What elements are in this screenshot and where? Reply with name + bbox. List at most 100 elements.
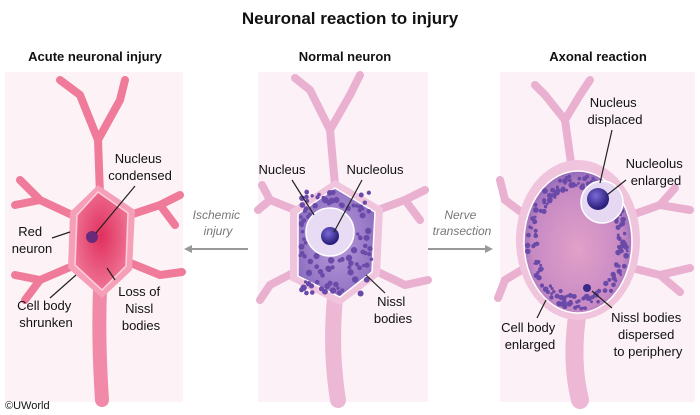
nissl-granule bbox=[616, 235, 621, 240]
nissl-granule bbox=[359, 212, 366, 219]
ischemic-arrowhead-icon bbox=[184, 245, 192, 253]
nissl-granule bbox=[616, 233, 620, 237]
nissl-granule bbox=[550, 287, 554, 291]
nissl-granule bbox=[299, 250, 305, 256]
nissl-granule bbox=[621, 263, 627, 269]
axonal-nucleus-leader bbox=[599, 129, 613, 184]
nissl-granule bbox=[533, 228, 538, 233]
nissl-granule bbox=[532, 207, 539, 213]
nissl-granule bbox=[603, 280, 609, 287]
nissl-granule bbox=[355, 204, 359, 208]
nissl-granule bbox=[577, 176, 582, 181]
nissl-granule bbox=[528, 225, 532, 229]
nissl-granule bbox=[536, 270, 540, 275]
normal-nucleolus-label: Nucleolus bbox=[346, 162, 404, 177]
axonal-nissl-bodies bbox=[524, 174, 629, 311]
nissl-granule bbox=[536, 259, 541, 265]
axonal-heading: Axonal reaction bbox=[549, 49, 647, 64]
nissl-granule bbox=[364, 262, 370, 268]
nissl-granule bbox=[614, 279, 618, 283]
nissl-granule bbox=[542, 286, 549, 292]
normal-nucleus-leader bbox=[291, 179, 315, 216]
nissl-granule bbox=[619, 273, 623, 276]
nissl-granule bbox=[357, 265, 362, 271]
nissl-granule bbox=[581, 306, 585, 310]
acute-nucleus-label: Nucleus condensed bbox=[108, 151, 172, 183]
nissl-granule bbox=[615, 249, 621, 256]
nissl-granule bbox=[330, 265, 335, 270]
nissl-granule bbox=[574, 183, 578, 187]
nissl-granule bbox=[625, 249, 629, 253]
nissl-granule bbox=[299, 287, 304, 293]
nissl-granule bbox=[617, 245, 623, 251]
nissl-granule bbox=[549, 295, 554, 300]
nissl-granule bbox=[552, 290, 556, 294]
nissl-granule bbox=[363, 250, 368, 256]
nissl-granule bbox=[303, 240, 308, 245]
nissl-granule bbox=[595, 290, 598, 294]
acute-body-leader bbox=[49, 274, 77, 299]
acute-nissl-leader bbox=[106, 267, 116, 281]
nissl-granule bbox=[325, 265, 332, 272]
axonal-nucleus-label: Nucleus displaced bbox=[588, 95, 643, 127]
nissl-granule bbox=[558, 294, 564, 301]
nissl-granule bbox=[333, 281, 339, 288]
nissl-granule bbox=[545, 202, 549, 206]
nissl-granule bbox=[577, 182, 580, 185]
nissl-granule bbox=[613, 262, 619, 267]
nissl-granule bbox=[548, 284, 553, 288]
nissl-granule bbox=[542, 188, 548, 194]
normal-nucleus-label: Nucleus bbox=[259, 162, 306, 177]
nissl-granule bbox=[300, 229, 305, 234]
nissl-granule bbox=[570, 302, 574, 305]
nissl-granule bbox=[336, 286, 340, 290]
nissl-granule bbox=[308, 283, 315, 289]
nissl-granule bbox=[602, 288, 608, 293]
nissl-granule bbox=[583, 294, 588, 300]
nissl-granule bbox=[546, 192, 553, 199]
nissl-granule bbox=[356, 232, 360, 236]
acute-red-label: Red neuron bbox=[12, 224, 52, 256]
nissl-granule bbox=[560, 187, 566, 193]
nissl-granule bbox=[302, 254, 307, 259]
nissl-granule bbox=[622, 231, 627, 236]
nissl-granule bbox=[347, 269, 354, 276]
nissl-granule bbox=[533, 273, 539, 279]
nissl-granule bbox=[336, 290, 342, 296]
normal-nissl-label: Nissl bodies bbox=[374, 294, 413, 326]
nissl-granule bbox=[532, 219, 538, 225]
nissl-granule bbox=[321, 195, 326, 200]
nissl-granule bbox=[315, 195, 320, 200]
nissl-granule bbox=[623, 252, 629, 259]
nissl-granule bbox=[348, 260, 354, 266]
copyright: ©UWorld bbox=[5, 400, 50, 412]
nissl-granule bbox=[542, 198, 547, 203]
nissl-granule bbox=[567, 174, 572, 179]
nissl-granule bbox=[563, 181, 567, 185]
nissl-granule bbox=[298, 243, 305, 250]
nissl-granule bbox=[568, 182, 575, 188]
normal-nucleolus bbox=[321, 227, 339, 245]
acute-neuron bbox=[11, 76, 186, 407]
nissl-granule bbox=[533, 202, 538, 207]
axonal-nissl-label: Nissl bodies dispersed to periphery bbox=[611, 310, 685, 359]
nissl-granule bbox=[558, 178, 562, 183]
nissl-granule bbox=[307, 258, 314, 265]
normal-nissl-bodies bbox=[298, 189, 374, 297]
nissl-granule bbox=[590, 179, 594, 183]
nissl-granule bbox=[577, 304, 581, 308]
nissl-granule bbox=[532, 242, 538, 247]
axonal-nucleolus-label: Nucleolus enlarged bbox=[626, 156, 687, 188]
nissl-granule bbox=[554, 293, 560, 299]
nissl-granule bbox=[607, 277, 612, 282]
nissl-granule bbox=[304, 189, 310, 195]
nissl-granule bbox=[310, 194, 314, 198]
nissl-granule bbox=[347, 265, 352, 270]
axonal-nucleolus-leader bbox=[606, 179, 627, 196]
transection-arrowhead-icon bbox=[485, 245, 493, 253]
nissl-granule bbox=[590, 294, 595, 300]
nissl-granule bbox=[307, 212, 313, 218]
nissl-granule bbox=[313, 252, 320, 260]
nissl-granule bbox=[524, 248, 531, 255]
nissl-granule bbox=[305, 269, 313, 277]
